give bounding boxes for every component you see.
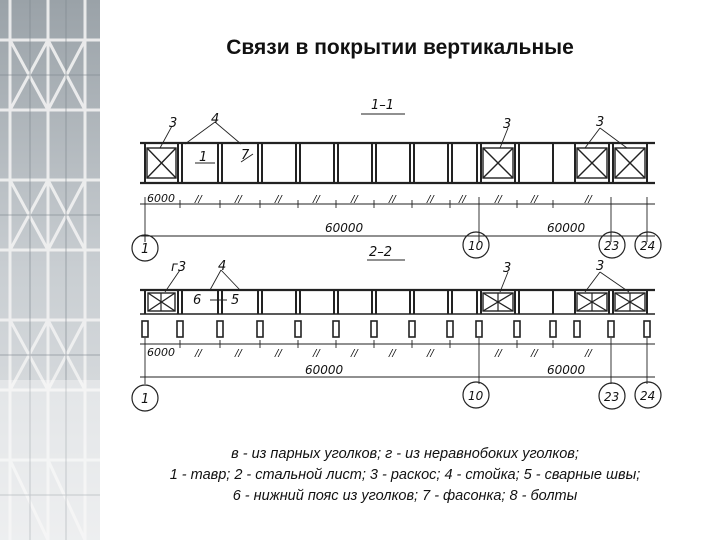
callout-label: 5 <box>231 293 239 308</box>
dimension-repeat: // <box>234 348 243 359</box>
dimension-repeat: // <box>194 348 203 359</box>
dimension-label: 6000 <box>147 346 175 359</box>
dimension-repeat: // <box>350 194 359 205</box>
callout-label: 3 <box>503 117 511 132</box>
dimension-repeat: // <box>426 194 435 205</box>
dimension-repeat: // <box>584 348 593 359</box>
dimension-label: 60000 <box>305 363 344 377</box>
section-1-1 <box>131 113 662 262</box>
steel-lattice-photo <box>0 0 100 540</box>
dimension-repeat: // <box>274 194 283 205</box>
callout-label: 3 <box>596 115 604 130</box>
callout-label: 1 <box>199 150 207 165</box>
dimension-repeat: // <box>234 194 243 205</box>
section-label: 2–2 <box>369 245 392 260</box>
callout-label: 7 <box>241 148 250 163</box>
dimension-repeat: // <box>530 348 539 359</box>
section-2-2 <box>131 259 662 412</box>
section-label: 1–1 <box>371 98 394 113</box>
axis-label: 10 <box>468 389 484 403</box>
dimension-repeat: // <box>312 348 321 359</box>
dimension-repeat: // <box>388 348 397 359</box>
dimension-repeat: // <box>494 348 503 359</box>
callout-label: 3 <box>503 261 511 276</box>
callout-label: 6 <box>193 293 201 308</box>
dimension-repeat: // <box>426 348 435 359</box>
caption-line: 6 - нижний пояс из уголков; 7 - фасонка;… <box>232 488 578 504</box>
callout-label: 4 <box>211 112 219 127</box>
dimension-label: 6000 <box>147 192 175 205</box>
callout-label: 3 <box>596 259 604 274</box>
caption-line: в - из парных уголков; г - из неравнобок… <box>231 446 579 462</box>
axis-label: 24 <box>640 389 655 403</box>
dimension-repeat: // <box>584 194 593 205</box>
dimension-repeat: // <box>388 194 397 205</box>
dimension-repeat: // <box>274 348 283 359</box>
bracing-drawing: 1–1 3 4 1 7 3 3 6000 // // // // // // /… <box>115 92 675 427</box>
dimension-label: 60000 <box>547 363 586 377</box>
slide-title: Связи в покрытии вертикальные <box>226 36 574 59</box>
dimension-repeat: // <box>312 194 321 205</box>
axis-label: 10 <box>468 239 484 253</box>
axis-label: 23 <box>604 239 619 253</box>
axis-label: 24 <box>640 239 655 253</box>
callout-label: 4 <box>218 259 226 274</box>
dimension-repeat: // <box>494 194 503 205</box>
callout-label: 3 <box>169 116 177 131</box>
figure-caption: в - из парных уголков; г - из неравнобок… <box>135 444 675 507</box>
dimension-repeat: // <box>458 194 467 205</box>
dimension-label: 60000 <box>325 221 364 235</box>
dimension-repeat: // <box>194 194 203 205</box>
dimension-repeat: // <box>530 194 539 205</box>
axis-label: 1 <box>141 242 149 257</box>
caption-line: 1 - тавр; 2 - стальной лист; 3 - раскос;… <box>169 467 641 483</box>
axis-label: 23 <box>604 390 619 404</box>
axis-label: 1 <box>141 392 149 407</box>
dimension-repeat: // <box>350 348 359 359</box>
dimension-label: 60000 <box>547 221 586 235</box>
callout-label: г3 <box>171 260 186 275</box>
